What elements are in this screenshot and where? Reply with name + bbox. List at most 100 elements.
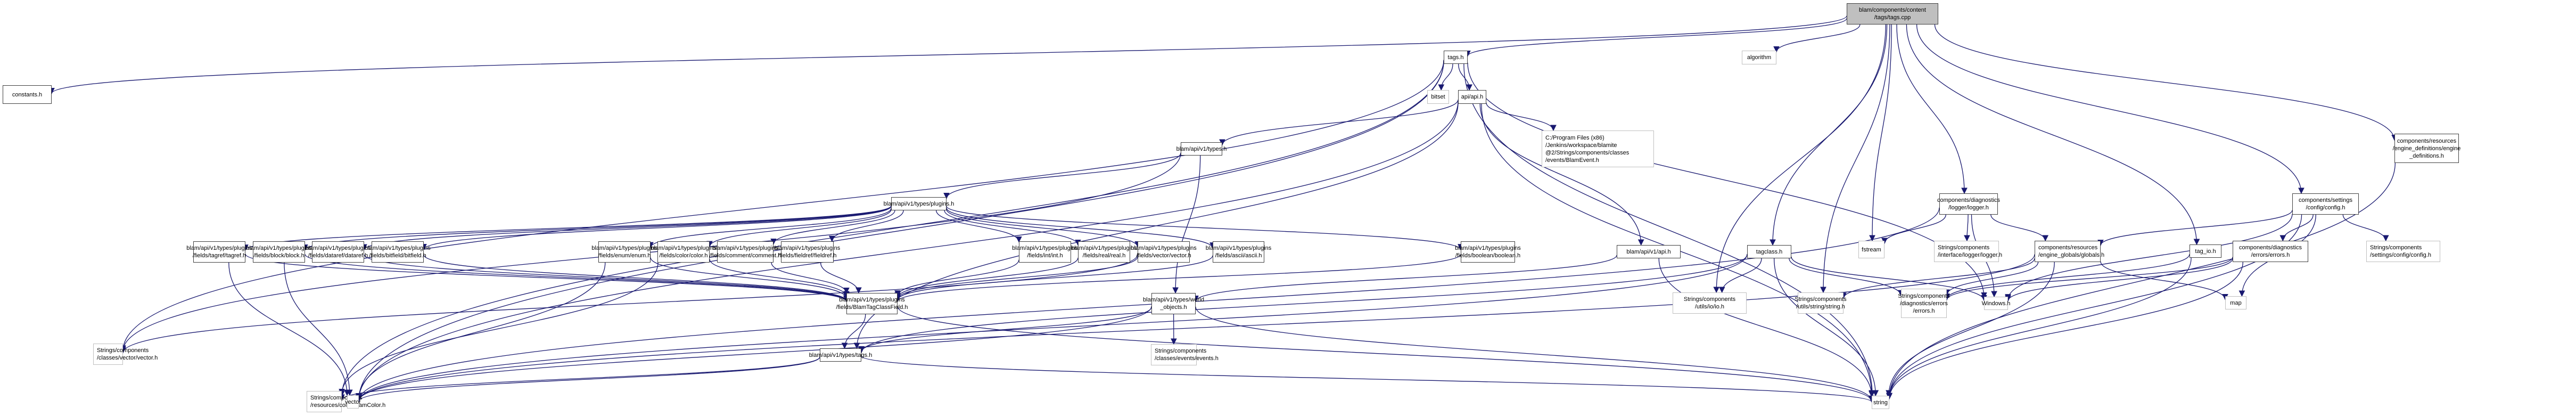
edge-tags-cpp-to-algorithm bbox=[1773, 24, 1861, 53]
edge-tag-io-h-to-string bbox=[1886, 257, 2192, 399]
edge-plugins-h-to-field-comment bbox=[770, 210, 895, 245]
edge-tags-h-to-vector bbox=[356, 61, 1444, 401]
edge-logger-h-to-globals-h bbox=[1990, 214, 2049, 242]
node-field-enum[interactable]: blam/api/v1/types/plugins /fields/enum/e… bbox=[591, 241, 657, 263]
edge-field-tagref-to-vector bbox=[228, 262, 350, 396]
edge-plugins-h-to-field-color bbox=[706, 209, 892, 248]
edge-tags-cpp-to-strings-io-h bbox=[1713, 24, 1886, 293]
node-api-v1-api-h[interactable]: blam/api/v1/api.h bbox=[1617, 245, 1681, 258]
node-engine-definitions-h[interactable]: components/resources /engine_definitions… bbox=[2393, 134, 2460, 163]
node-types-tags-h[interactable]: blam/api/v1/types/tags.h bbox=[809, 348, 872, 362]
edge-errors-h-to-string bbox=[1886, 262, 2243, 400]
node-plugins-h[interactable]: blam/api/v1/types/plugins.h bbox=[884, 197, 954, 210]
node-field-tagref[interactable]: blam/api/v1/types/plugins /fields/tagref… bbox=[186, 241, 252, 263]
node-strings-vector-h: Strings/components /classes/vector/vecto… bbox=[93, 344, 158, 365]
node-strings-blamcolor-h: Strings/components /resources/color/Blam… bbox=[307, 391, 385, 412]
node-field-comment[interactable]: blam/api/v1/types/plugins /fields/commen… bbox=[710, 241, 781, 263]
node-field-int[interactable]: blam/api/v1/types/plugins /fields/int/in… bbox=[1012, 241, 1078, 263]
node-field-boolean[interactable]: blam/api/v1/types/plugins /fields/boolea… bbox=[1455, 241, 1521, 263]
edge-logger-h-to-strings-logger-h bbox=[1964, 214, 1970, 242]
edge-api-v1-api-h-to-string bbox=[1658, 258, 1875, 397]
node-tags-h[interactable]: tags.h bbox=[1444, 51, 1468, 64]
edge-globals-h-to-string bbox=[1886, 262, 2055, 397]
edge-types-tags-h-to-vector bbox=[356, 356, 820, 402]
node-field-vector[interactable]: blam/api/v1/types/plugins /fields/vector… bbox=[1131, 241, 1197, 263]
node-map: map bbox=[2225, 296, 2246, 309]
edge-plugins-h-to-field-ascii bbox=[946, 208, 1216, 249]
node-logger-h[interactable]: components/diagnostics /logger/logger.h bbox=[1937, 193, 2000, 215]
node-errors-h[interactable]: components/diagnostics /errors/errors.h bbox=[2233, 241, 2308, 262]
edge-config-h-to-globals-h bbox=[2097, 210, 2293, 246]
edge-api-api-h-to-vector bbox=[356, 101, 1459, 401]
node-strings-config-h: Strings/components /settings/config/conf… bbox=[2366, 241, 2440, 262]
node-tagclass-h[interactable]: tagclass.h bbox=[1747, 245, 1791, 258]
node-globals-h[interactable]: components/resources /engine_globals/glo… bbox=[2035, 241, 2104, 262]
node-strings-logger-h: Strings/components /interface/logger/log… bbox=[1934, 241, 2002, 262]
edge-tagclass-h-to-string bbox=[1774, 258, 1879, 397]
edge-field-color-to-strings-blamcolor-h bbox=[339, 262, 659, 395]
edge-tags-h-to-bitset bbox=[1438, 63, 1453, 91]
node-world-objects-h[interactable]: blam/api/v1/types/world _objects.h bbox=[1143, 293, 1204, 314]
edge-field-real-to-blam-tag-class-field bbox=[894, 257, 1079, 299]
edge-field-vector-to-strings-vector-h bbox=[120, 254, 1138, 354]
node-tag-io-h[interactable]: tag_io.h bbox=[2190, 244, 2221, 258]
edge-types-h-to-world-objects-h bbox=[1172, 155, 1201, 294]
node-blamevent-h: C:/Program Files (x86) /Jenkins/workspac… bbox=[1542, 130, 1654, 167]
edge-tags-h-to-strings-vector-h bbox=[120, 60, 1444, 352]
edge-engine-definitions-h-to-string bbox=[1886, 162, 2396, 399]
node-windows-h: Windows.h bbox=[1982, 297, 2010, 310]
edge-field-enum-to-blam-tag-class-field bbox=[650, 257, 850, 299]
node-strings-string-h: Strings/components /utils/string/string.… bbox=[1795, 292, 1847, 314]
edge-field-boolean-to-blam-tag-class-field bbox=[894, 254, 1461, 303]
edge-field-fieldref-to-blam-tag-class-field bbox=[820, 262, 862, 294]
edge-field-block-to-blam-tag-class-field bbox=[304, 254, 850, 302]
node-constants-h[interactable]: constants.h bbox=[3, 85, 52, 104]
edge-field-comment-to-blam-tag-class-field bbox=[771, 262, 850, 294]
node-field-fieldref[interactable]: blam/api/v1/types/plugins /fields/fieldr… bbox=[775, 241, 840, 263]
edge-tags-cpp-to-constants-h bbox=[48, 15, 1847, 94]
edge-world-objects-h-to-string bbox=[1195, 306, 1875, 402]
node-field-ascii[interactable]: blam/api/v1/types/plugins /fields/ascii/… bbox=[1206, 241, 1271, 263]
node-tags-cpp: blam/components/content /tags/tags.cpp bbox=[1847, 3, 1938, 25]
edge-plugins-h-to-field-real bbox=[944, 210, 1081, 246]
node-field-color[interactable]: blam/api/v1/types/plugins /fields/color/… bbox=[651, 241, 717, 263]
edge-tags-cpp-to-logger-h bbox=[1896, 24, 1968, 194]
edge-types-h-to-strings-vector-h bbox=[120, 152, 1181, 352]
edge-tags-h-to-string bbox=[1463, 63, 1875, 397]
edge-types-tags-h-to-strings-blamcolor-h bbox=[339, 356, 820, 401]
edge-tags-h-to-strings-blamcolor-h bbox=[339, 61, 1444, 397]
node-types-h[interactable]: blam/api/v1/types.h bbox=[1176, 142, 1227, 156]
node-field-bitfield[interactable]: blam/api/v1/types/plugins /fields/bitfie… bbox=[365, 241, 431, 263]
edge-globals-h-to-strings-errors-h bbox=[1944, 262, 2039, 296]
edge-field-int-to-blam-tag-class-field bbox=[894, 259, 1019, 297]
node-field-block[interactable]: blam/api/v1/types/plugins /fields/block/… bbox=[246, 241, 312, 263]
edge-tags-cpp-to-fstream bbox=[1869, 24, 1892, 242]
node-config-h[interactable]: components/settings /config/config.h bbox=[2292, 193, 2359, 215]
edge-plugins-h-to-field-int bbox=[936, 210, 1022, 243]
edge-plugins-h-to-field-fieldref bbox=[828, 210, 904, 242]
node-api-api-h[interactable]: api/api.h bbox=[1458, 90, 1486, 104]
edge-globals-h-to-map bbox=[2100, 261, 2228, 300]
edge-field-block-to-vector bbox=[284, 262, 353, 396]
edge-api-v1-api-h-to-world-objects-h bbox=[1192, 255, 1617, 302]
node-field-dataref[interactable]: blam/api/v1/types/plugins /fields/datare… bbox=[305, 241, 371, 263]
edge-field-tagref-to-blam-tag-class-field bbox=[245, 254, 850, 303]
edge-tags-cpp-to-tags-h bbox=[1464, 18, 1847, 57]
edge-tagclass-h-to-strings-errors-h bbox=[1789, 258, 1904, 297]
edge-tags-cpp-to-strings-string-h bbox=[1820, 24, 1890, 293]
edge-errors-h-to-windows-h bbox=[2005, 258, 2233, 302]
edge-config-h-to-errors-h bbox=[2279, 214, 2314, 242]
node-strings-io-h: Strings/components /utils/io/io.h bbox=[1673, 292, 1747, 314]
node-field-real[interactable]: blam/api/v1/types/plugins /fields/real/r… bbox=[1071, 241, 1137, 263]
edge-field-enum-to-vector bbox=[356, 262, 606, 399]
node-bitset: bitset bbox=[1427, 90, 1449, 104]
edge-field-bitfield-to-blam-tag-class-field bbox=[423, 255, 850, 301]
edge-field-color-to-blam-tag-class-field bbox=[709, 259, 850, 297]
edge-field-vector-to-blam-tag-class-field bbox=[894, 256, 1138, 300]
edge-tagclass-h-to-vector bbox=[356, 254, 1748, 402]
node-blam-tag-class-field[interactable]: blam/api/v1/types/plugins /fields/BlamTa… bbox=[836, 293, 908, 314]
edge-tags-h-to-windows-h bbox=[1467, 62, 1987, 299]
edge-plugins-h-to-field-enum bbox=[647, 208, 892, 249]
node-strings-events-h: Strings/components /classes/events/event… bbox=[1151, 344, 1219, 365]
edge-blam-tag-class-field-to-string bbox=[897, 306, 1875, 403]
